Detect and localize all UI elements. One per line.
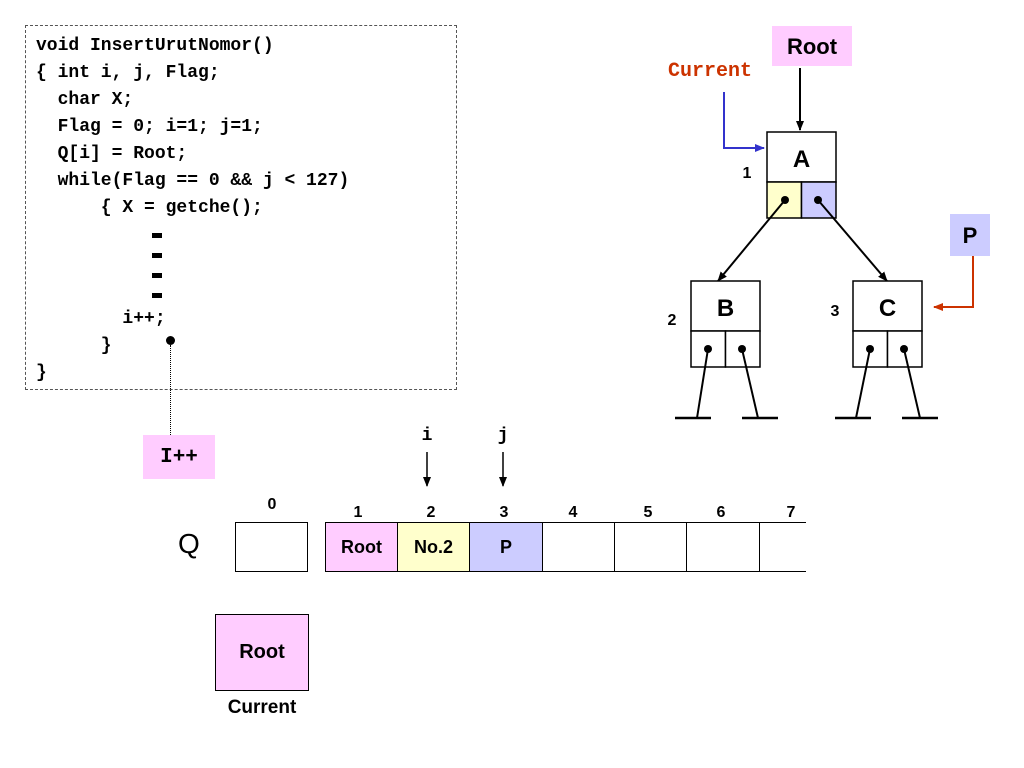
queue-cell xyxy=(235,522,308,572)
queue-name: Q xyxy=(178,528,200,559)
code-line: while(Flag == 0 && j < 127) xyxy=(36,171,350,191)
queue-index: 0 xyxy=(267,496,277,513)
ellipsis-dash xyxy=(152,273,162,278)
code-line: { X = getche(); xyxy=(36,198,263,218)
root-pointer-label: Root xyxy=(772,26,852,66)
null-link-b-right xyxy=(741,348,759,419)
pointer-i-label: i xyxy=(421,426,433,446)
node-c-label: C xyxy=(879,295,896,322)
code-line: { int i, j, Flag; xyxy=(36,63,220,83)
null-link-c-left xyxy=(855,348,871,419)
code-line: } xyxy=(36,363,47,383)
current-variable-box: Root xyxy=(215,614,309,691)
queue-cell xyxy=(614,522,687,572)
code-line: void InsertUrutNomor() xyxy=(36,36,274,56)
ellipsis-dash xyxy=(152,253,162,258)
node-b-label: B xyxy=(717,295,734,322)
queue-index: 5 xyxy=(643,504,653,521)
node-a-number: 1 xyxy=(743,165,752,182)
queue-index: 6 xyxy=(716,504,726,521)
queue-index: 4 xyxy=(568,504,578,521)
p-arrow xyxy=(933,256,974,311)
code-line: Flag = 0; i=1; j=1; xyxy=(36,117,263,137)
queue-index: 2 xyxy=(426,504,436,521)
ellipsis-dash xyxy=(152,233,162,238)
tree-node-a: A 1 xyxy=(743,131,837,219)
edge-a-c xyxy=(817,199,888,282)
increment-callout: I++ xyxy=(143,435,215,479)
tree-node-b: B 2 xyxy=(668,280,761,368)
queue-cell: No.2 xyxy=(397,522,470,572)
ellipsis-dash xyxy=(152,293,162,298)
current-arrow xyxy=(723,92,765,152)
tree-node-c: C 3 xyxy=(831,280,923,368)
queue-cell: Root xyxy=(325,522,398,572)
node-c-number: 3 xyxy=(831,303,840,320)
current-variable-caption: Current xyxy=(227,697,297,718)
current-pointer-label: Current xyxy=(668,60,752,83)
node-a-label: A xyxy=(793,146,810,173)
pointer-j-label: j xyxy=(497,426,509,446)
null-link-b-left xyxy=(696,348,709,419)
root-label-text: Root xyxy=(787,34,838,59)
null-link-c-right xyxy=(903,348,921,419)
queue-cell xyxy=(759,522,806,572)
code-panel: void InsertUrutNomor() { int i, j, Flag;… xyxy=(25,25,457,390)
node-b-number: 2 xyxy=(668,312,677,329)
queue-cell xyxy=(686,522,760,572)
code-line: Q[i] = Root; xyxy=(36,144,188,164)
queue-cell: P xyxy=(469,522,543,572)
p-pointer-label: P xyxy=(950,214,990,256)
callout-connector xyxy=(170,345,171,435)
queue-index: 1 xyxy=(353,504,363,521)
p-label-text: P xyxy=(963,223,978,248)
queue-index: 3 xyxy=(499,504,509,521)
callout-dot xyxy=(166,336,175,345)
edge-a-b xyxy=(717,199,786,282)
code-line: } xyxy=(36,336,112,356)
queue-cell xyxy=(542,522,615,572)
code-line: i++; xyxy=(36,309,166,329)
code-line: char X; xyxy=(36,90,134,110)
queue-index: 7 xyxy=(786,504,796,521)
